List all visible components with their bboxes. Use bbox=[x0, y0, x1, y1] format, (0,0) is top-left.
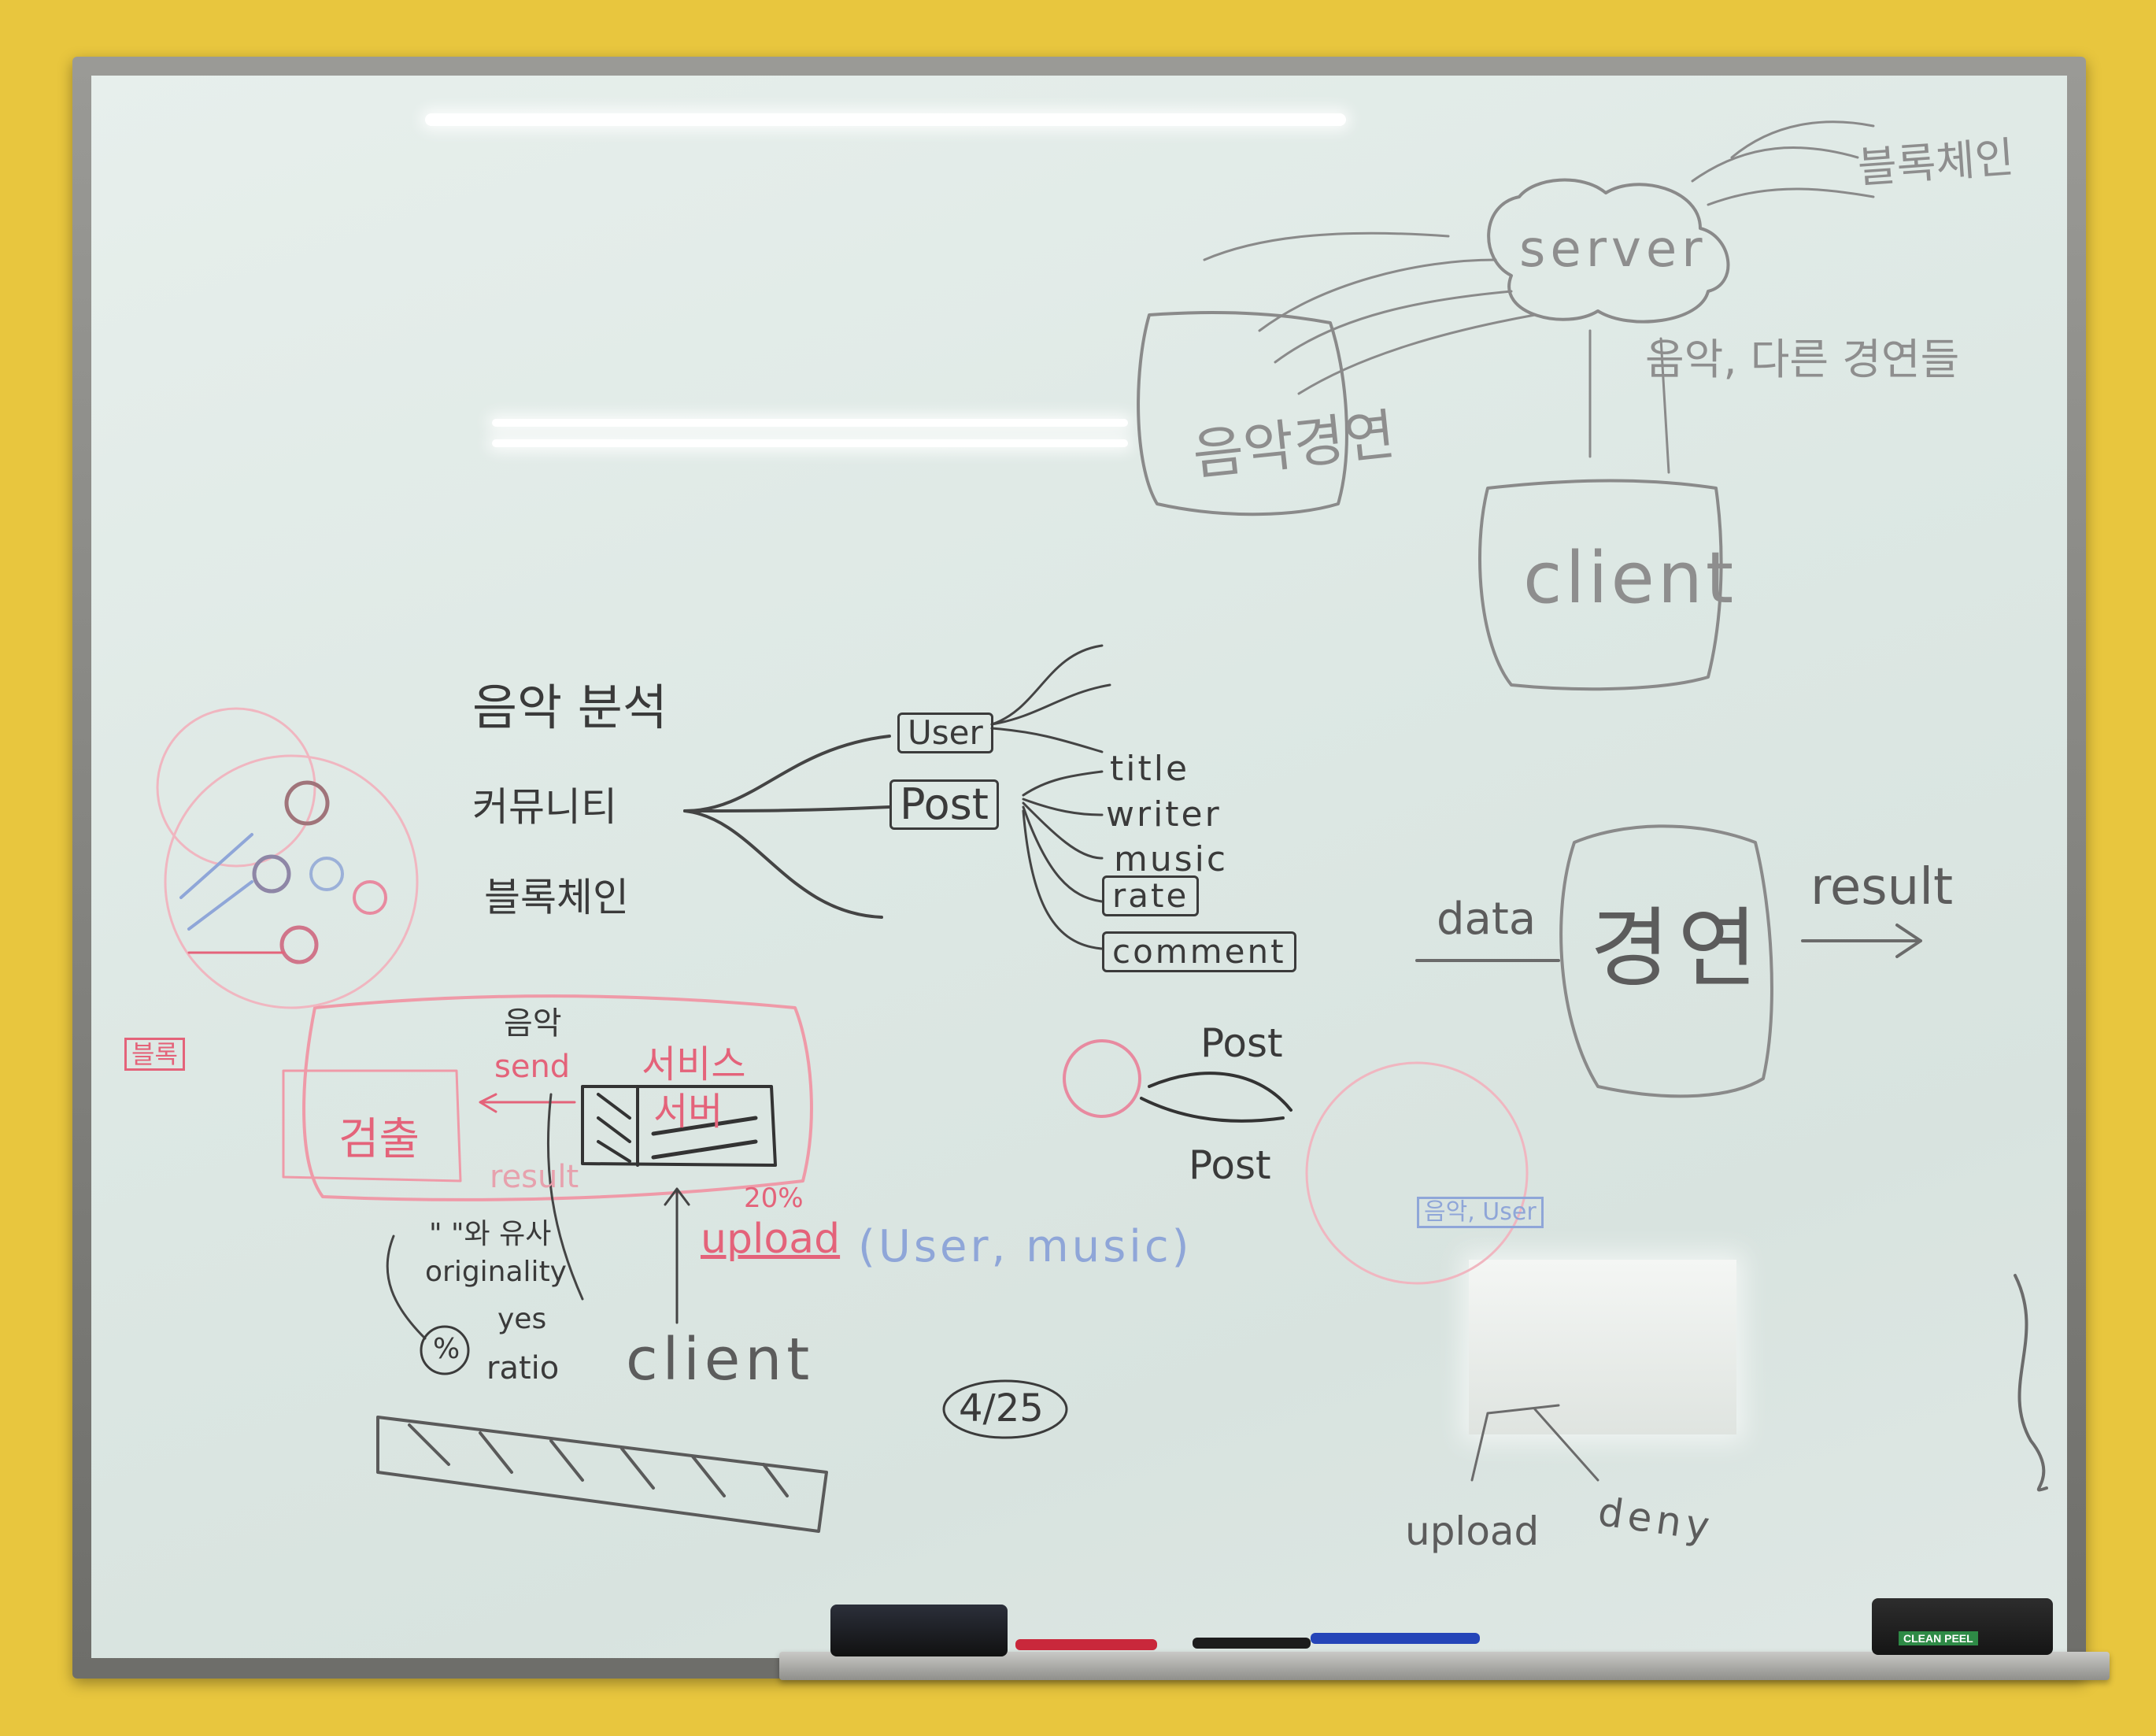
service-send-label: send bbox=[494, 1049, 571, 1085]
eraser-right[interactable]: CLEAN PEEL bbox=[1872, 1598, 2053, 1655]
music-other-contests-label: 음악, 다른 경연들 bbox=[1645, 335, 1960, 384]
feature-music-analysis: 음악 분석 bbox=[472, 679, 668, 736]
service-block-tag: 블록 bbox=[124, 1038, 185, 1071]
contest-data-label: data bbox=[1437, 894, 1537, 945]
post-field-title: title bbox=[1110, 749, 1190, 789]
service-similar-label: " "와 유사 bbox=[429, 1218, 552, 1250]
blockchain-label-top: 블록체인 bbox=[1856, 132, 2016, 193]
service-upload-label: upload bbox=[701, 1216, 841, 1263]
service-result-label: result bbox=[490, 1159, 579, 1195]
post-field-comment: comment bbox=[1102, 931, 1296, 972]
contest-label: 경연 bbox=[1590, 898, 1766, 999]
feature-blockchain: 블록체인 bbox=[484, 875, 629, 920]
music-contest-box bbox=[1137, 311, 1348, 516]
service-yes-label: yes bbox=[497, 1303, 547, 1335]
service-client-label: client bbox=[626, 1326, 815, 1394]
date-label: 4/25 bbox=[959, 1386, 1044, 1431]
whiteboard-surface bbox=[91, 76, 2067, 1658]
tree-user-node: User bbox=[897, 713, 993, 753]
service-upload-args: (User, music) bbox=[858, 1221, 1193, 1272]
service-music-label: 음악 bbox=[504, 1005, 562, 1042]
marker-tray bbox=[779, 1652, 2110, 1680]
network-post-bottom: Post bbox=[1189, 1142, 1271, 1188]
post-field-rate: rate bbox=[1102, 875, 1200, 916]
eraser-brand-label: CLEAN PEEL bbox=[1899, 1631, 1978, 1645]
eraser-left[interactable] bbox=[830, 1605, 1008, 1656]
service-originality-label: originality bbox=[425, 1256, 567, 1288]
client-label-top: client bbox=[1523, 537, 1737, 620]
light-reflection-middle-b bbox=[492, 439, 1128, 447]
service-ratio-label: ratio bbox=[486, 1350, 560, 1386]
post-field-music: music bbox=[1114, 839, 1229, 879]
server-cloud bbox=[1487, 178, 1730, 324]
network-upload-label: upload bbox=[1405, 1508, 1540, 1554]
server-label: server bbox=[1519, 220, 1707, 279]
contest-result-label: result bbox=[1810, 858, 1954, 916]
service-pink-box bbox=[302, 994, 813, 1201]
post-field-writer: writer bbox=[1106, 794, 1222, 835]
red-marker[interactable] bbox=[1015, 1639, 1157, 1650]
blue-marker[interactable] bbox=[1311, 1633, 1480, 1644]
progress-hatch-bar bbox=[376, 1416, 828, 1533]
feature-community: 커뮤니티 bbox=[472, 784, 617, 830]
network-post-top: Post bbox=[1200, 1020, 1283, 1066]
window-reflection bbox=[1469, 1260, 1736, 1434]
service-percent-symbol: % bbox=[433, 1333, 460, 1365]
black-marker[interactable] bbox=[1193, 1638, 1311, 1649]
service-percent-tag: 20% bbox=[744, 1183, 804, 1214]
tree-post-node: Post bbox=[889, 779, 999, 830]
light-reflection-middle-a bbox=[492, 419, 1128, 427]
service-service-label: 서비스 bbox=[642, 1042, 746, 1086]
network-music-user: 음악, User bbox=[1417, 1197, 1544, 1228]
service-server-label: 서버 bbox=[653, 1090, 723, 1134]
light-reflection-top bbox=[425, 113, 1346, 126]
service-extract-label: 검출 bbox=[338, 1114, 420, 1165]
client-box bbox=[1478, 479, 1723, 691]
contest-box bbox=[1559, 824, 1773, 1098]
